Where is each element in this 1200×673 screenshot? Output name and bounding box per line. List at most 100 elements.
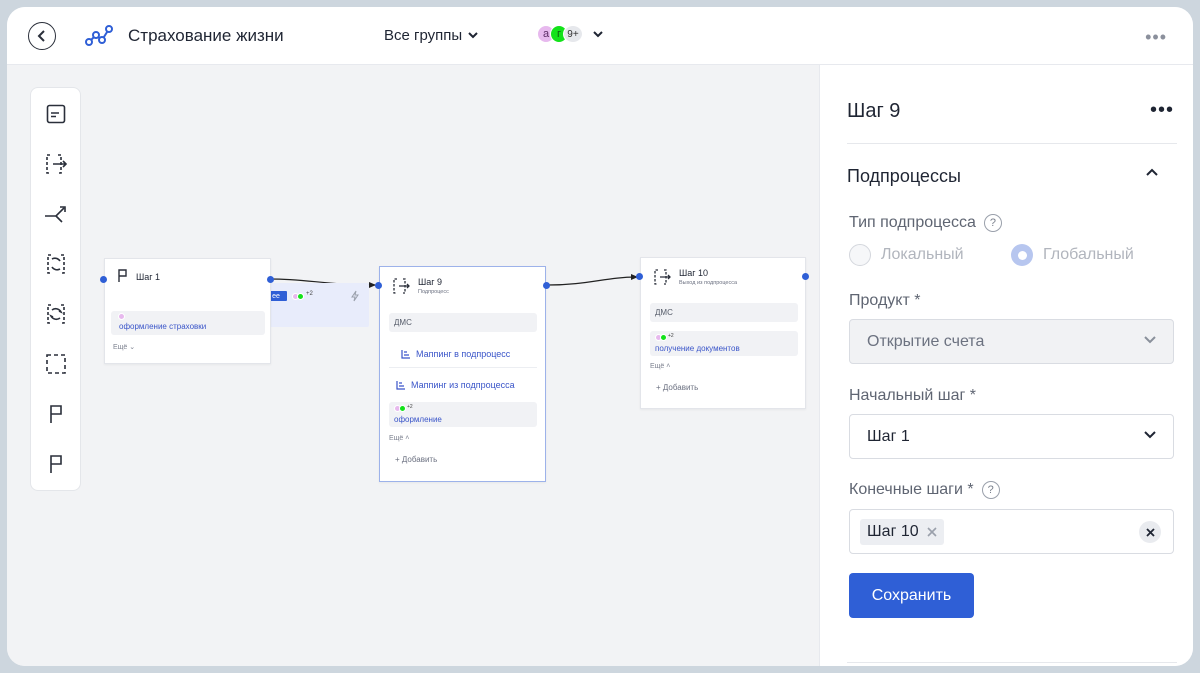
label-text: Конечные шаги * <box>849 481 974 498</box>
subprocess-icon[interactable] <box>43 151 69 177</box>
chevron-down-icon <box>468 32 478 39</box>
add-button[interactable]: + Добавить <box>656 383 698 392</box>
row-text: оформление <box>394 415 442 424</box>
radio-circle <box>849 244 871 266</box>
radio-label: Локальный <box>881 246 964 263</box>
node-header: Шаг 9 Подпроцесс <box>392 277 449 295</box>
flag-icon[interactable] <box>43 401 69 427</box>
ghost-node[interactable]: ее +2 <box>262 283 369 327</box>
select-value: Открытие счета <box>867 332 985 350</box>
divider <box>847 143 1177 144</box>
group-label: ДМС <box>394 318 412 327</box>
port-left[interactable] <box>375 282 382 289</box>
flag-icon <box>118 269 127 282</box>
help-icon[interactable]: ? <box>983 214 1002 232</box>
product-label: Продукт * <box>849 292 920 310</box>
chevron-up-icon[interactable] <box>1145 167 1159 177</box>
more-label: Ещё <box>650 363 665 370</box>
add-button[interactable]: + Добавить <box>395 455 437 464</box>
avatar-count: 9+ <box>563 25 583 43</box>
start-step-select[interactable]: Шаг 1 <box>849 414 1174 459</box>
label-text: Начальный шаг * <box>849 387 976 404</box>
mapping-icon <box>401 350 410 359</box>
mapping-in-label: Маппинг в подпроцесс <box>416 349 511 359</box>
node-row[interactable]: оформление страховки <box>111 311 265 335</box>
node-step-9[interactable]: Шаг 9 Подпроцесс ДМС Маппинг в подпроцес… <box>379 266 546 482</box>
more-label: Ещё <box>389 435 404 442</box>
ghost-badge: +2 <box>306 291 313 297</box>
app-window: Страхование жизни Все группы а г 9+ ••• <box>7 7 1193 666</box>
select-value: Шаг 1 <box>867 427 910 445</box>
radio-label: Глобальный <box>1043 246 1134 263</box>
radio-circle-selected <box>1011 244 1033 266</box>
mapping-out-item[interactable]: Маппинг из подпроцесса <box>389 371 537 398</box>
node-subtitle: Выход из подпроцесса <box>679 280 738 286</box>
section-title: Подпроцессы <box>847 166 961 186</box>
node-subtitle: Подпроцесс <box>418 289 449 295</box>
dashed-box-icon[interactable] <box>43 351 69 377</box>
save-button[interactable]: Сохранить <box>849 573 974 618</box>
row-text: получение документов <box>655 344 740 353</box>
node-row[interactable]: +2 получение документов <box>650 331 798 356</box>
more-options-icon[interactable]: ••• <box>1150 99 1175 121</box>
radio-global[interactable]: Глобальный <box>1011 244 1134 266</box>
row-text: оформление страховки <box>119 322 207 331</box>
subprocess-icon <box>393 278 410 294</box>
divider <box>847 662 1177 663</box>
selected-tag: Шаг 10 <box>860 518 944 545</box>
port-right[interactable] <box>267 276 274 283</box>
help-icon[interactable]: ? <box>981 481 1000 499</box>
node-header: Шаг 10 Выход из подпроцесса <box>653 268 737 286</box>
text-block-icon[interactable] <box>43 101 69 127</box>
participants-avatars[interactable]: а г 9+ <box>537 25 603 43</box>
ghost-avatars <box>292 293 304 300</box>
subprocess-type-label: Тип подпроцесса ? <box>849 214 1002 232</box>
row-badge: +2 <box>407 404 413 410</box>
toolbox <box>30 87 81 491</box>
close-icon[interactable] <box>927 526 937 537</box>
process-canvas[interactable]: ее +2 Шаг 1 оформление страховки Ещё ⌄ <box>7 65 819 666</box>
chevron-down-icon[interactable] <box>593 30 603 38</box>
row-badge: +2 <box>668 333 674 339</box>
row-avatars <box>394 405 406 412</box>
cycle-icon[interactable] <box>43 301 69 327</box>
port-right[interactable] <box>543 282 550 289</box>
mapping-in-item[interactable]: Маппинг в подпроцесс <box>389 341 537 368</box>
node-row[interactable]: +2 оформление <box>389 402 537 427</box>
group-row[interactable]: ДМС <box>650 303 798 322</box>
node-step-1[interactable]: Шаг 1 оформление страховки Ещё ⌄ <box>104 258 271 364</box>
port-left[interactable] <box>636 273 643 280</box>
loop-icon[interactable] <box>43 251 69 277</box>
lightning-icon <box>351 290 359 302</box>
port-right[interactable] <box>802 273 809 280</box>
more-link[interactable]: Ещё ⌄ <box>113 344 136 351</box>
more-link[interactable]: Ещё ˄ <box>389 435 410 442</box>
mapping-out-label: Маппинг из подпроцесса <box>411 379 515 390</box>
product-select[interactable]: Открытие счета <box>849 319 1174 364</box>
group-row[interactable]: ДМС <box>389 313 537 332</box>
more-options-icon[interactable]: ••• <box>1145 27 1167 47</box>
node-header: Шаг 1 <box>117 269 160 283</box>
end-flag-icon[interactable] <box>43 451 69 477</box>
tag-label: Шаг 10 <box>867 522 919 540</box>
chevron-down-icon <box>1144 431 1156 439</box>
node-step-10[interactable]: Шаг 10 Выход из подпроцесса ДМС +2 получ… <box>640 257 806 409</box>
end-steps-label: Конечные шаги * ? <box>849 481 1000 499</box>
port-left[interactable] <box>100 276 107 283</box>
properties-panel: Шаг 9 ••• Подпроцессы Тип подпроцесса ? … <box>819 65 1193 666</box>
top-bar: Страхование жизни Все группы а г 9+ ••• <box>7 7 1193 65</box>
groups-dropdown[interactable]: Все группы <box>384 27 478 44</box>
radio-local[interactable]: Локальный <box>849 244 964 266</box>
node-title: Шаг 9 <box>418 277 443 287</box>
branch-icon[interactable] <box>43 201 69 227</box>
label-text: Продукт * <box>849 292 921 309</box>
back-button[interactable] <box>28 22 56 50</box>
more-link[interactable]: Ещё ˄ <box>650 363 671 370</box>
clear-button[interactable] <box>1139 521 1161 543</box>
end-steps-multiselect[interactable]: Шаг 10 <box>849 509 1174 554</box>
row-avatars <box>655 334 667 341</box>
process-graph-icon <box>85 25 113 46</box>
add-label: Добавить <box>662 383 699 392</box>
more-label: Ещё <box>113 344 128 351</box>
plus-icon: + <box>395 455 400 464</box>
